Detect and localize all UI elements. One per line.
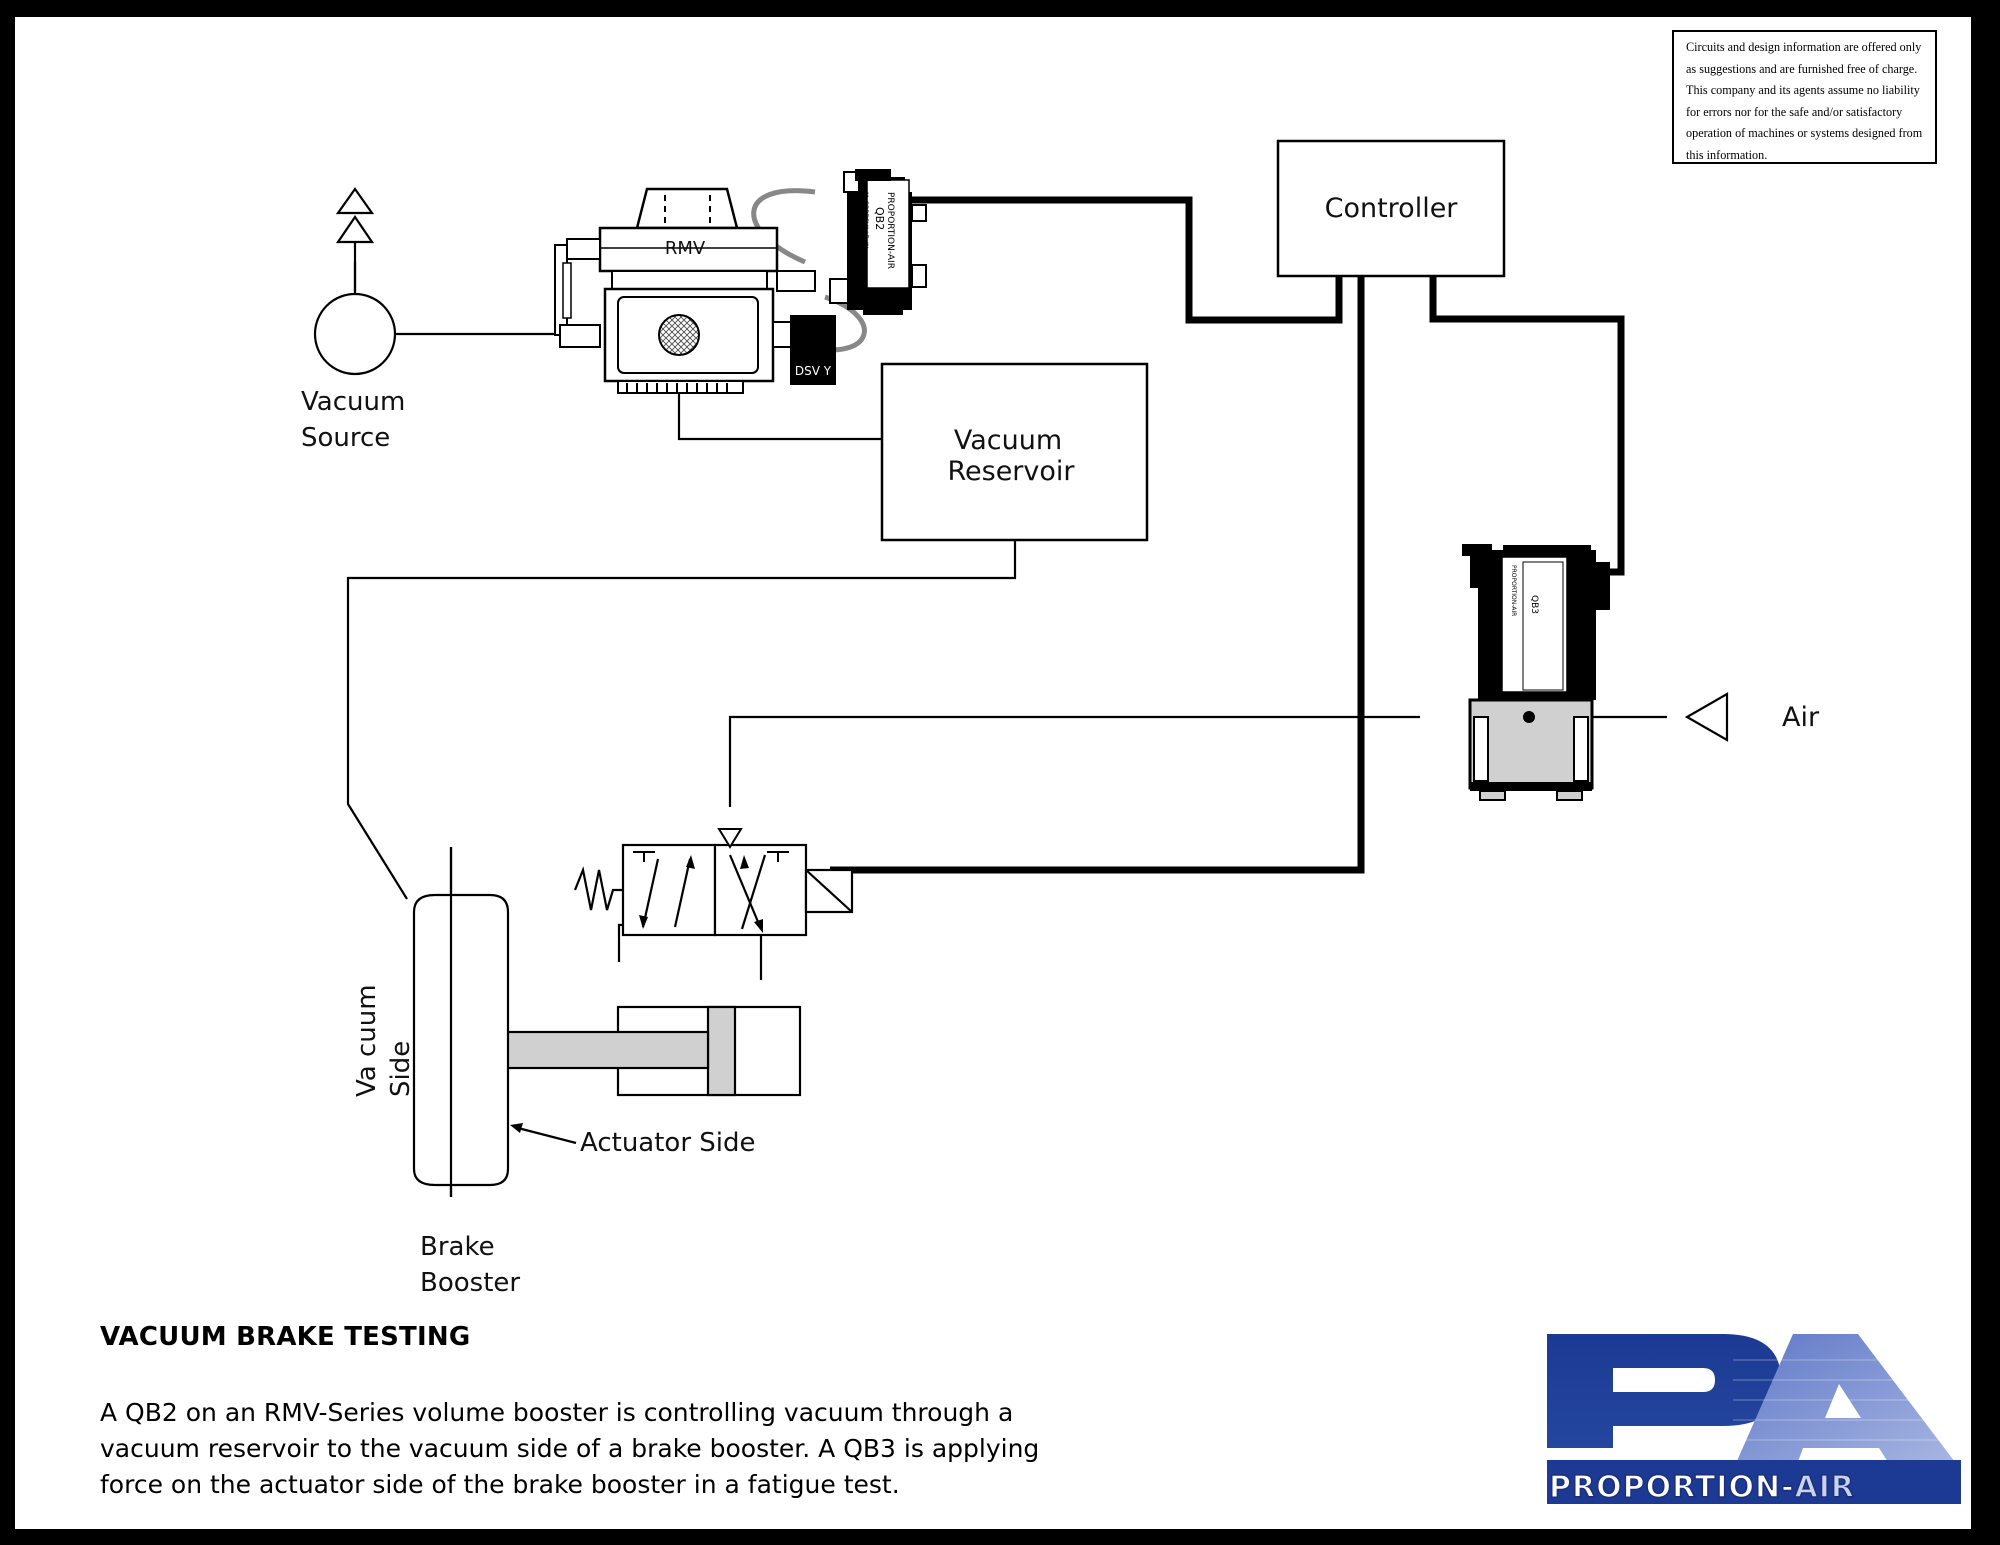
actuator-side-arrow (513, 1125, 577, 1145)
logo-wordmark-main: PROPORTION (1548, 1469, 1782, 1506)
qb2-signal-wire (895, 196, 1343, 324)
vacuum-source-label-2: Source (301, 423, 390, 453)
cylinder-piston (706, 1005, 737, 1097)
vacuum-pump-icon (313, 292, 397, 376)
controller-label: Controller (1325, 193, 1459, 224)
vacuum-source: Vacuum Source (301, 187, 405, 453)
description: A QB2 on an RMV-Series volume booster is… (100, 1395, 1100, 1503)
spring-icon (573, 866, 623, 911)
page-title: VACUUM BRAKE TESTING (100, 1322, 471, 1352)
brake-booster-label-1: Brake (420, 1232, 495, 1262)
dsv-label: DSV Y (795, 364, 832, 378)
reservoir-label-2: Reservoir (947, 456, 1075, 487)
rmv-booster-assembly: RMV DSV Y PROPORT (554, 169, 927, 394)
proportion-air-logo (1547, 1334, 1961, 1504)
exhaust-triangle-icon (335, 187, 375, 215)
qb2-city-label: McCORDSVILLE, IN (862, 192, 869, 248)
reservoir-label-1: Vacuum (954, 425, 1062, 456)
air-supply-icon (1684, 692, 1729, 742)
exhaust-triangle-icon (335, 215, 375, 244)
logo-wordmark-tail: AIR (1794, 1469, 1856, 1506)
logo-letter-p (1547, 1334, 1781, 1448)
description-line: vacuum reservoir to the vacuum side of a… (100, 1434, 1040, 1463)
actuator-side-label: Actuator Side (580, 1128, 756, 1158)
brake-booster-label-2: Booster (420, 1268, 520, 1298)
vacuum-source-label-1: Vacuum (301, 387, 405, 417)
valve-signal-wire (830, 272, 1365, 874)
qb3-regulator: PROPORTION-AIR QB3 (1462, 544, 1610, 801)
qb3-output-line (728, 715, 1420, 807)
logo-wordmark: PROPORTION-AIR (1548, 1469, 1856, 1506)
qb3-brand-label: PROPORTION-AIR (1510, 565, 1517, 616)
air-cylinder (504, 1005, 802, 1097)
qb2-brand-label: PROPORTION-AIR (885, 192, 895, 269)
description-line: force on the actuator side of the brake … (100, 1470, 900, 1499)
qb2-model-label: QB2 (873, 207, 886, 230)
brake-booster: Actuator Side Va cuum Side Brake Booster (352, 847, 756, 1298)
description-line: A QB2 on an RMV-Series volume booster is… (100, 1398, 1014, 1427)
disclaimer-box: Circuits and design information are offe… (1672, 30, 1937, 164)
rmv-dome (635, 187, 739, 230)
directional-valve (573, 828, 854, 937)
qb3-model-label: QB3 (1529, 595, 1539, 614)
vacuum-side-label-2: Side (386, 1041, 416, 1097)
qb3-signal-wire (1429, 272, 1625, 576)
rmv-label: RMV (665, 238, 706, 259)
vacuum-reservoir: Vacuum Reservoir (880, 362, 1149, 542)
booster-body (412, 893, 510, 1187)
cylinder-rod (504, 1030, 710, 1070)
dsv-valve (790, 315, 836, 385)
hose (751, 188, 816, 265)
controller-box: Controller (1276, 139, 1506, 278)
air-label: Air (1782, 702, 1820, 733)
page: Controller Vacuum Source Vacuum Reservoi… (15, 17, 1971, 1529)
logo-letter-a (1733, 1334, 1961, 1470)
reservoir-to-booster-line (346, 539, 1017, 900)
pneumatic-circuit-diagram: Controller Vacuum Source Vacuum Reservoi… (301, 139, 1820, 1298)
vacuum-side-label-1: Va cuum (352, 984, 382, 1097)
gauge-icon (658, 314, 700, 356)
